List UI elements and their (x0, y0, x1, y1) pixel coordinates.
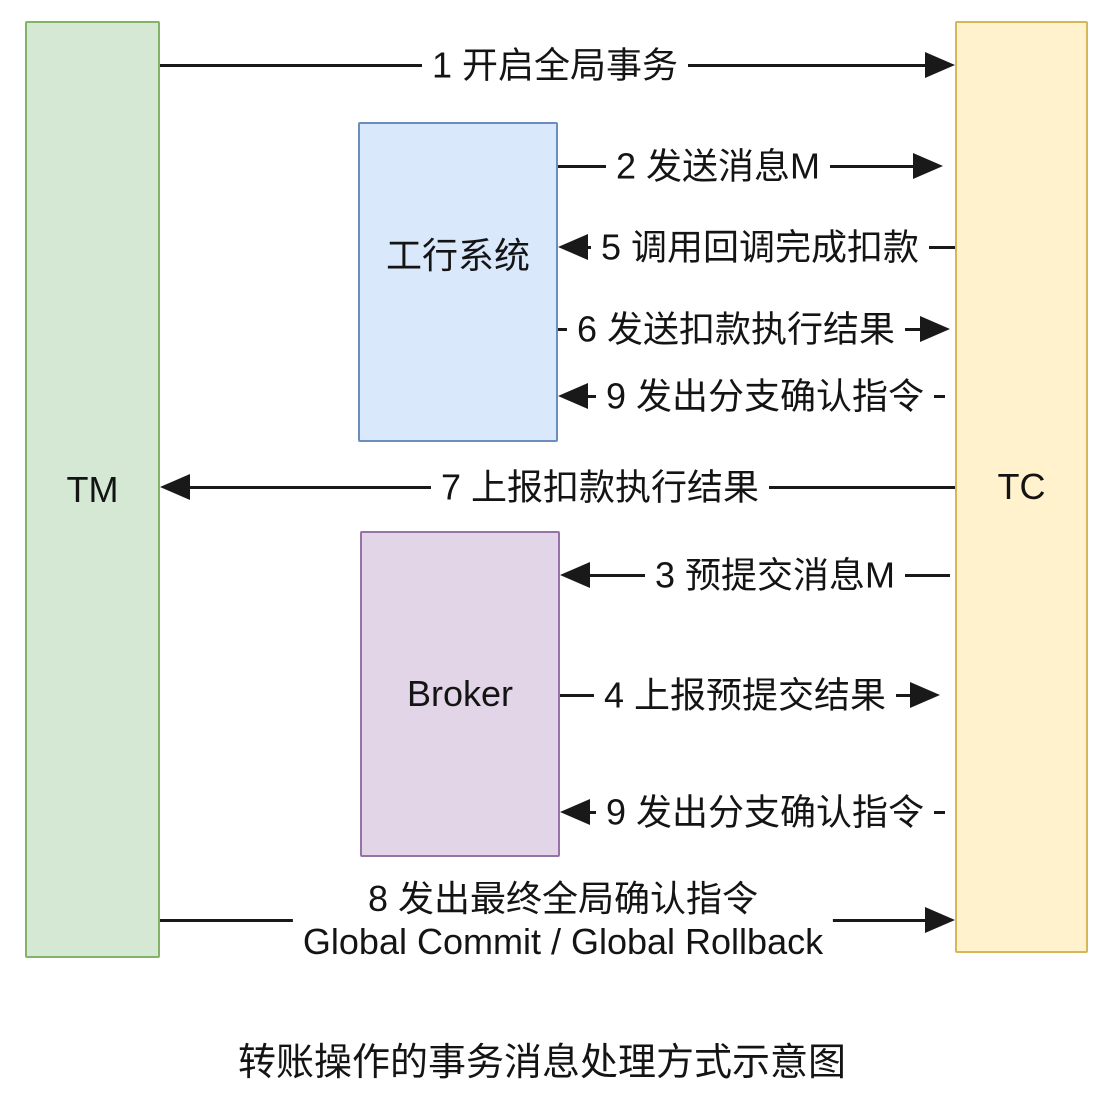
edge-label-4: 4 上报预提交结果 (593, 673, 897, 717)
arrowhead-right-icon (913, 153, 943, 179)
edge-9b: 9 发出分支确认指令 (560, 790, 945, 834)
edge-6: 6 发送扣款执行结果 (558, 307, 950, 351)
edge-label-line1: 7 上报扣款执行结果 (440, 466, 760, 508)
edge-label-9b: 9 发出分支确认指令 (595, 790, 935, 834)
arrowhead-left-icon (160, 474, 190, 500)
edge-label-5: 5 调用回调完成扣款 (590, 225, 930, 269)
edge-label-1: 1 开启全局事务 (421, 43, 689, 87)
edge-label-6: 6 发送扣款执行结果 (566, 307, 906, 351)
edge-5: 5 调用回调完成扣款 (558, 225, 955, 269)
arrowhead-right-icon (920, 316, 950, 342)
arrowhead-left-icon (560, 562, 590, 588)
edge-label-line1: 5 调用回调完成扣款 (600, 226, 920, 268)
arrowhead-right-icon (925, 52, 955, 78)
edge-label-line1: 3 预提交消息M (654, 554, 896, 596)
diagram-caption: 转账操作的事务消息处理方式示意图 (237, 1042, 847, 1084)
edge-label-7: 7 上报扣款执行结果 (430, 465, 770, 509)
node-tm: TM (25, 21, 160, 958)
edge-label-2: 2 发送消息M (605, 144, 831, 188)
edge-label-line2: Global Commit / Global Rollback (302, 921, 824, 962)
edge-label-line1: 4 上报预提交结果 (603, 674, 887, 716)
arrowhead-right-icon (925, 907, 955, 933)
edge-1: 1 开启全局事务 (160, 43, 955, 87)
edge-label-3: 3 预提交消息M (644, 553, 906, 597)
edge-4: 4 上报预提交结果 (560, 673, 940, 717)
arrowhead-right-icon (910, 682, 940, 708)
edge-9a: 9 发出分支确认指令 (558, 374, 945, 418)
edge-label-line1: 6 发送扣款执行结果 (576, 308, 896, 350)
node-label-tm: TM (66, 468, 119, 510)
edge-2: 2 发送消息M (558, 144, 943, 188)
edge-7: 7 上报扣款执行结果 (160, 465, 955, 509)
arrowhead-left-icon (558, 383, 588, 409)
node-label-broker: Broker (406, 673, 514, 715)
edge-label-9a: 9 发出分支确认指令 (595, 374, 935, 418)
node-tc: TC (955, 21, 1088, 953)
node-icbc: 工行系统 (358, 122, 558, 442)
edge-label-line1: 8 发出最终全局确认指令 (367, 878, 759, 919)
edge-label-line1: 1 开启全局事务 (431, 44, 679, 86)
arrowhead-left-icon (558, 234, 588, 260)
arrowhead-left-icon (560, 799, 590, 825)
edge-label-line1: 2 发送消息M (615, 145, 821, 187)
edge-label-line1: 9 发出分支确认指令 (605, 375, 925, 417)
node-broker: Broker (360, 531, 560, 857)
edge-3: 3 预提交消息M (560, 553, 950, 597)
edge-label-line1: 9 发出分支确认指令 (605, 791, 925, 833)
node-label-icbc: 工行系统 (385, 235, 530, 277)
node-label-tc: TC (997, 466, 1046, 508)
